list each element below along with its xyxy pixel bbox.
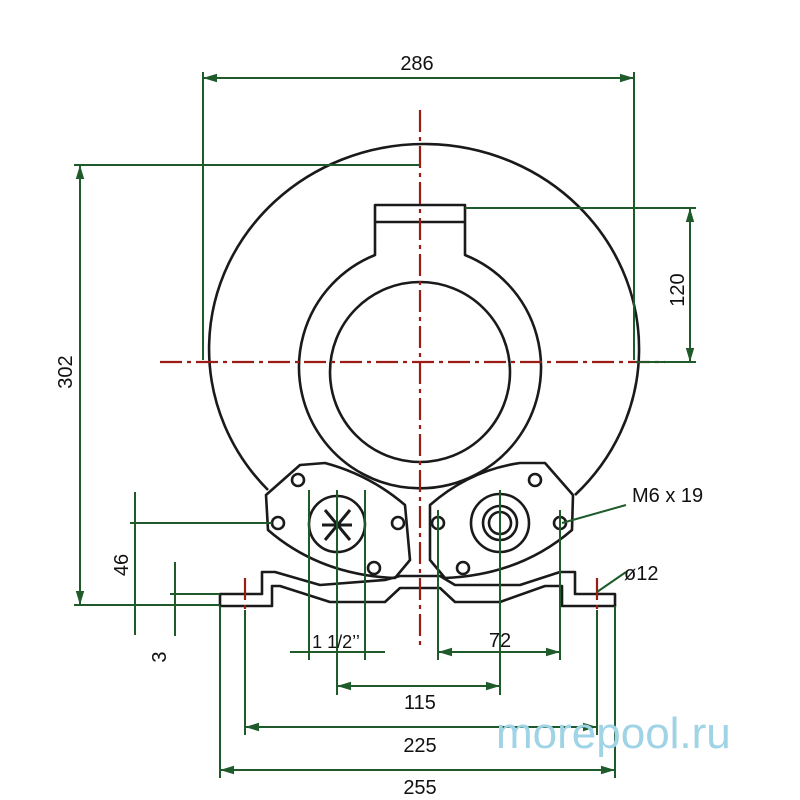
hole-diameter-callout: ø12 [624,563,658,585]
dim-302: 302 [55,355,77,388]
dimension-lines [74,72,696,778]
dim-46: 46 [111,554,133,576]
centerlines [160,110,665,645]
dim-115: 115 [404,692,436,714]
blower-body [207,142,641,608]
bolt-callout: M6 x 19 [632,485,703,507]
dim-255: 255 [403,777,436,799]
dim-3: 3 [149,651,171,662]
dim-72: 72 [489,630,511,652]
dim-225: 225 [403,735,436,757]
dim-286: 286 [400,53,433,75]
dim-port-size: 1 1/2’’ [312,632,360,652]
dim-120: 120 [667,273,689,306]
watermark: morepool.ru [496,709,731,758]
